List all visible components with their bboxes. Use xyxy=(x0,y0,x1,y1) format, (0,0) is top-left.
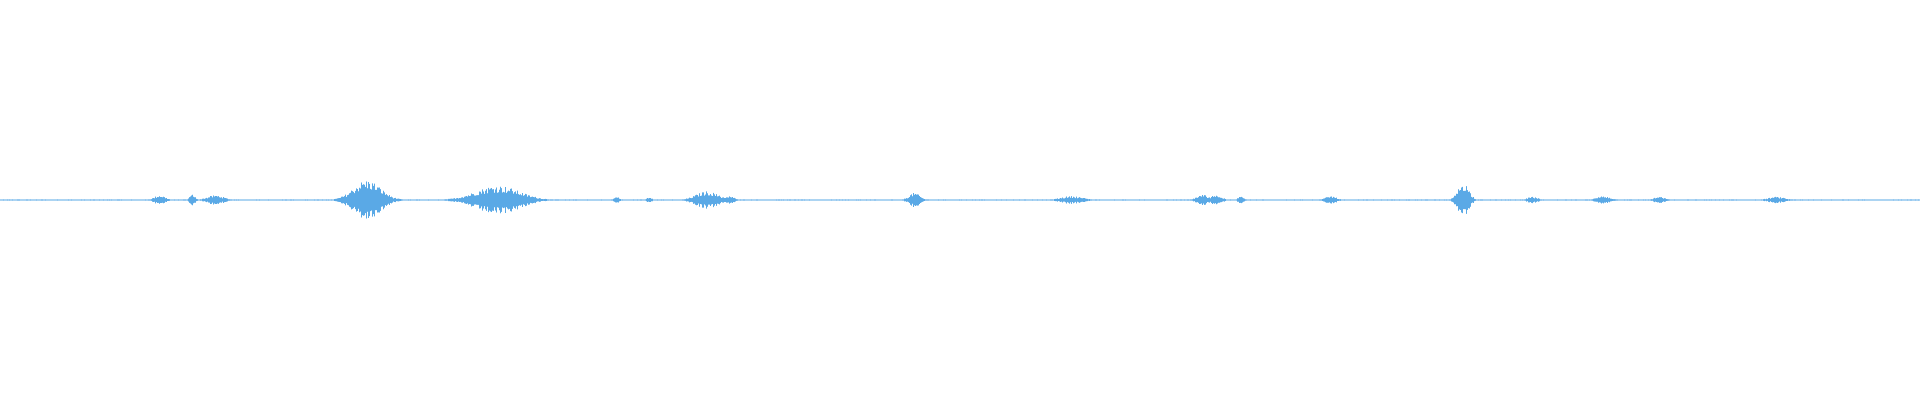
waveform-trace xyxy=(0,181,1920,219)
